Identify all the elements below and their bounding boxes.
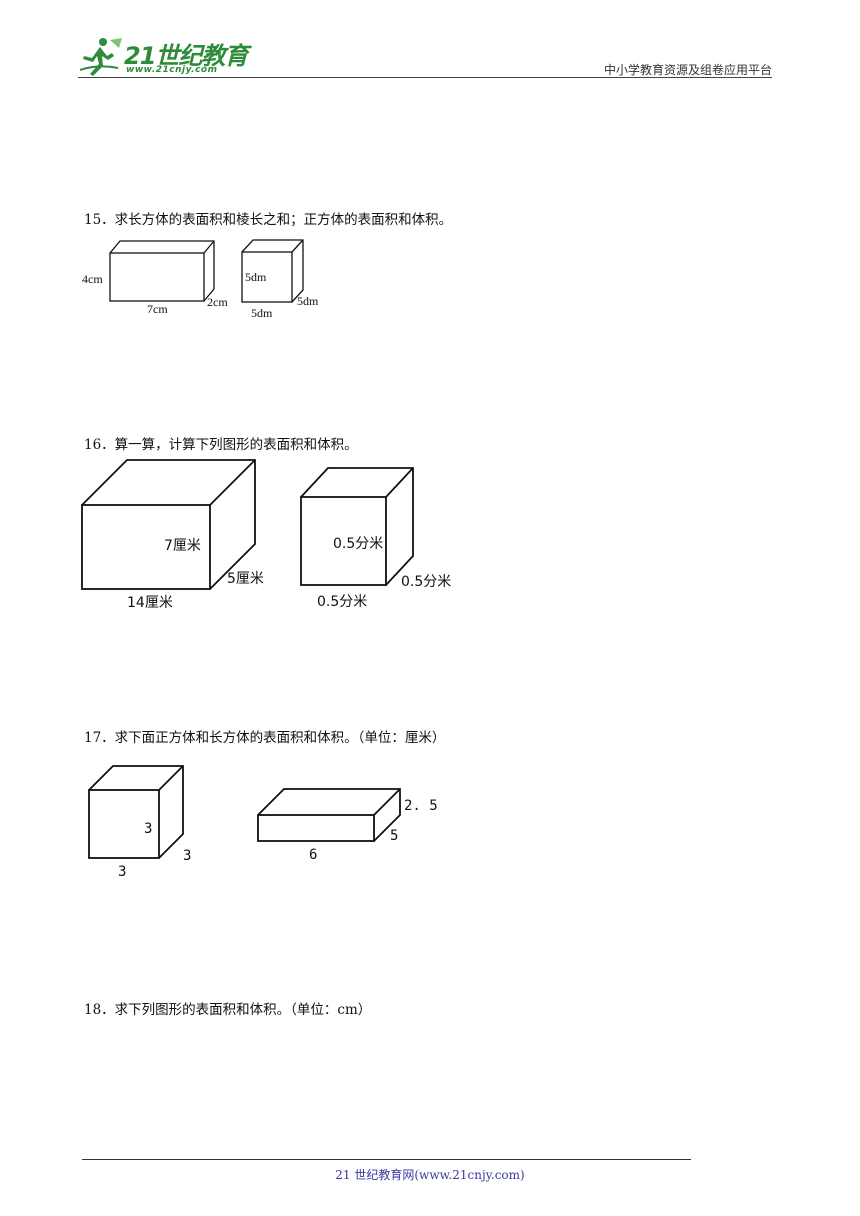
q15-cube-height: 5dm	[245, 270, 267, 284]
q17-cuboid-width: 5	[390, 828, 398, 844]
logo-text: 21世纪教育	[124, 42, 248, 70]
site-logo: 21世纪教育 www.21cnjy.com	[78, 34, 278, 80]
q16-cuboid	[81, 459, 256, 590]
q17-figures: 3 3 3 2. 5 6 5	[88, 765, 438, 880]
q16-figures: 7厘米 14厘米 5厘米 0.5分米 0.5分米 0.5分米	[81, 459, 451, 611]
q15-cuboid-width: 2cm	[207, 295, 228, 309]
q16-cuboid-length: 14厘米	[127, 595, 173, 611]
q15-cube-width: 5dm	[297, 294, 319, 308]
runner-logo-icon	[79, 38, 122, 76]
footer-text: 21 世纪教育网(www.21cnjy.com)	[335, 1168, 525, 1182]
q17-cube-height: 3	[144, 821, 152, 837]
q15-cube-length: 5dm	[251, 306, 273, 320]
question-15: 15．求长方体的表面积和棱长之和；正方体的表面积和体积。	[84, 212, 453, 228]
q16-cuboid-width: 5厘米	[227, 571, 264, 587]
logo-url: www.21cnjy.com	[126, 65, 218, 75]
question-17: 17．求下面正方体和长方体的表面积和体积。（单位：厘米）	[84, 730, 446, 746]
q16-cube-length: 0.5分米	[317, 594, 367, 610]
q17-cube-length: 3	[118, 864, 126, 880]
q16-cube	[300, 467, 414, 586]
footer-divider	[82, 1159, 691, 1160]
q17-cube	[88, 765, 184, 859]
header-divider	[78, 77, 772, 78]
q16-cube-width: 0.5分米	[401, 574, 451, 590]
q17-cuboid-height: 2. 5	[404, 798, 438, 814]
q17-cuboid-length: 6	[309, 847, 317, 863]
question-16: 16．算一算，计算下列图形的表面积和体积。	[84, 437, 358, 453]
q16-cube-height: 0.5分米	[333, 536, 383, 552]
q16-cuboid-height: 7厘米	[164, 538, 201, 554]
q15-cuboid-length: 7cm	[147, 302, 168, 316]
question-18: 18．求下列图形的表面积和体积。（单位：cm）	[84, 1002, 372, 1018]
q17-cuboid	[257, 788, 401, 842]
q17-cube-width: 3	[183, 848, 191, 864]
platform-title: 中小学教育资源及组卷应用平台	[603, 63, 772, 77]
q15-cube	[241, 239, 304, 303]
q15-cuboid-height: 4cm	[82, 272, 103, 286]
q15-cuboid	[109, 240, 215, 302]
q15-figures: 4cm 7cm 2cm 5dm 5dm 5dm	[82, 239, 319, 320]
